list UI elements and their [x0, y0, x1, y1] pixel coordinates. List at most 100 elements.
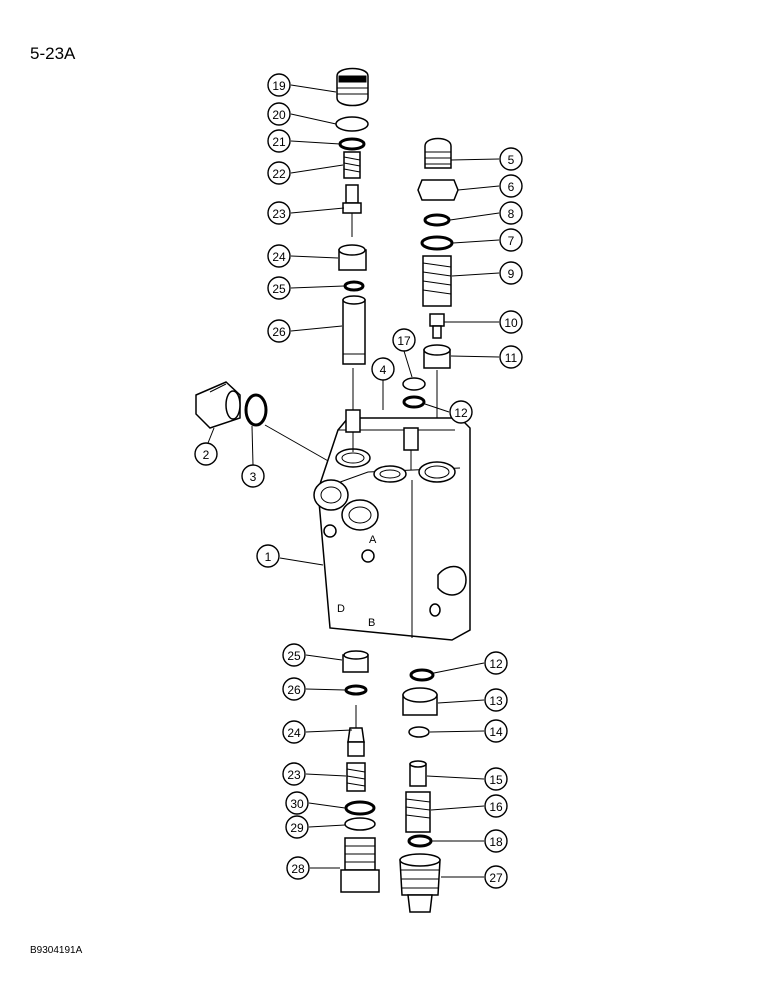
- relief-cartridge-28: [340, 837, 380, 893]
- callout-29: 29: [285, 815, 309, 839]
- callout-23-top: 22: [267, 161, 291, 185]
- ring-22: [338, 137, 366, 151]
- washer-17: [402, 377, 426, 391]
- svg-text:4: 4: [380, 363, 387, 377]
- callout-15: 15: [484, 767, 508, 791]
- body-marking-b: B: [368, 617, 375, 629]
- svg-text:8: 8: [508, 207, 515, 221]
- callout-23-bottom: 23: [282, 762, 306, 786]
- poppet-24-top: [342, 184, 362, 237]
- callout-30: 30: [285, 791, 309, 815]
- svg-text:26: 26: [272, 325, 286, 339]
- figure-code: B9304191A: [30, 945, 83, 956]
- lock-nut-6: [417, 179, 459, 201]
- callout-24-bottom: 24: [282, 720, 306, 744]
- callout-9: 9: [499, 261, 523, 285]
- callout-2: 2: [194, 442, 218, 466]
- callout-10: 10: [499, 310, 523, 334]
- side-o-ring: [244, 393, 268, 427]
- spring-23-top: [343, 151, 361, 179]
- callout-26-bottom: 26: [282, 677, 306, 701]
- callout-24-top: 23: [267, 201, 291, 225]
- callout-12-bottom: 12: [484, 651, 508, 675]
- svg-text:1: 1: [265, 550, 272, 564]
- callout-16: 16: [484, 794, 508, 818]
- svg-text:21: 21: [272, 135, 286, 149]
- svg-text:29: 29: [290, 821, 304, 835]
- callout-20: 19: [267, 73, 291, 97]
- svg-text:17: 17: [397, 334, 411, 348]
- callout-12-top: 12: [449, 400, 473, 424]
- valve-body: [313, 417, 471, 641]
- callout-4: 4: [371, 357, 395, 381]
- svg-text:6: 6: [508, 180, 515, 194]
- ring-12-top: [402, 395, 426, 409]
- svg-text:12: 12: [489, 657, 503, 671]
- svg-text:22: 22: [272, 167, 286, 181]
- side-plug: [195, 381, 241, 429]
- callout-13: 13: [484, 688, 508, 712]
- svg-text:18: 18: [489, 835, 503, 849]
- callout-22: 21: [267, 129, 291, 153]
- svg-text:2: 2: [203, 448, 210, 462]
- svg-text:25: 25: [287, 649, 301, 663]
- relief-cap: [336, 67, 369, 107]
- callout-14: 14: [484, 719, 508, 743]
- sleeve-27: [342, 295, 366, 365]
- ring-30: [344, 800, 376, 816]
- callout-6: 6: [499, 174, 523, 198]
- body-marking-a: A: [369, 534, 377, 546]
- ring-26-top: [343, 280, 365, 292]
- svg-text:24: 24: [272, 250, 286, 264]
- callout-8: 8: [499, 201, 523, 225]
- piston-15: [409, 760, 427, 787]
- svg-text:23: 23: [287, 768, 301, 782]
- spring-23-bottom: [346, 762, 366, 792]
- plug-19: [399, 853, 441, 913]
- svg-text:9: 9: [508, 267, 515, 281]
- ring-26-bottom: [344, 684, 368, 696]
- top-spool-lugs: [345, 409, 419, 470]
- callout-26-top: 25: [267, 276, 291, 300]
- svg-text:19: 19: [272, 79, 286, 93]
- svg-text:7: 7: [508, 234, 515, 248]
- svg-text:5: 5: [508, 153, 515, 167]
- svg-text:11: 11: [505, 351, 518, 365]
- callout-17: 17: [392, 328, 416, 352]
- svg-text:14: 14: [489, 725, 503, 739]
- seat-13: [402, 687, 438, 716]
- svg-text:12: 12: [454, 406, 468, 420]
- svg-text:28: 28: [291, 862, 305, 876]
- seat-25-top: [338, 244, 367, 271]
- ring-8: [423, 213, 451, 227]
- svg-text:26: 26: [287, 683, 301, 697]
- callout-3: 3: [241, 464, 265, 488]
- adjust-cap-5: [424, 137, 452, 169]
- spring-16: [405, 791, 431, 833]
- svg-text:3: 3: [250, 470, 257, 484]
- seat-25-bottom: [342, 650, 369, 673]
- callout-18: 18: [484, 829, 508, 853]
- ring-12-bottom: [409, 668, 435, 682]
- svg-text:16: 16: [489, 800, 503, 814]
- callout-7: 7: [499, 228, 523, 252]
- callout-11: 11: [499, 345, 523, 369]
- callout-1: 1: [256, 544, 280, 568]
- callout-27: 26: [267, 319, 291, 343]
- svg-text:15: 15: [489, 773, 503, 787]
- callout-21: 20: [267, 102, 291, 126]
- svg-text:23: 23: [272, 207, 286, 221]
- ring-7: [420, 235, 454, 251]
- callout-25-top: 24: [267, 244, 291, 268]
- callout-25-bottom: 25: [282, 643, 306, 667]
- callout-28: 28: [286, 856, 310, 880]
- page-code: 5-23A: [30, 44, 76, 63]
- svg-text:30: 30: [290, 797, 304, 811]
- svg-text:25: 25: [272, 282, 286, 296]
- body-marking-d: D: [337, 603, 345, 615]
- spring-9: [422, 255, 452, 307]
- svg-text:13: 13: [489, 694, 503, 708]
- svg-text:20: 20: [272, 108, 286, 122]
- leader-lines: [207, 84, 500, 878]
